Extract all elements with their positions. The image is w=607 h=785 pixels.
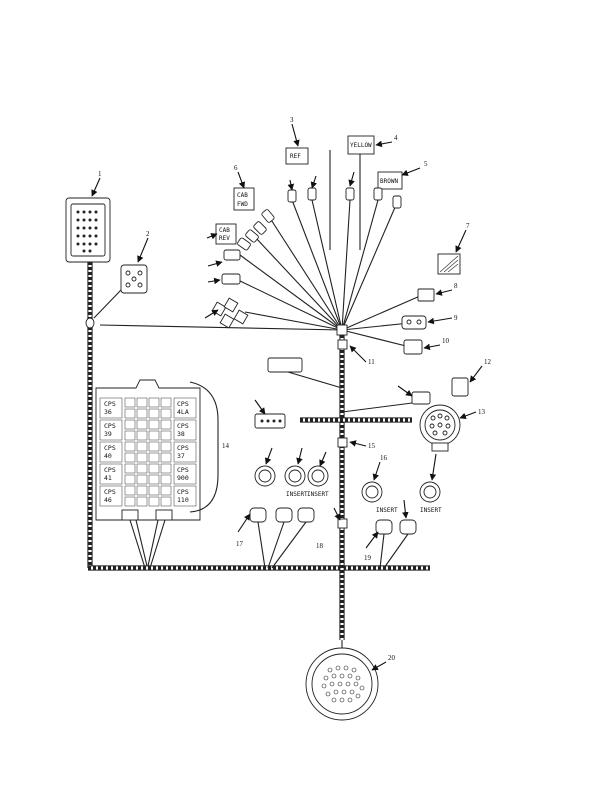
ref-label: REF bbox=[290, 153, 301, 160]
connector-left-small bbox=[120, 264, 148, 294]
connector-mid bbox=[254, 357, 303, 429]
fuse-panel: CPS 36 CPS 39 CPS 40 CPS 41 CPS 46 CPS 4… bbox=[95, 379, 201, 521]
fuse-left-1-a: CPS bbox=[104, 422, 116, 430]
callout-2: 2 bbox=[146, 230, 150, 238]
callout-20: 20 bbox=[388, 654, 396, 662]
label-yellow: YELLOW bbox=[347, 135, 375, 155]
fuse-right-2-b: 37 bbox=[177, 452, 185, 460]
callout-numbers: 1 2 3 4 5 6 7 8 9 10 11 12 13 14 15 16 1… bbox=[98, 116, 492, 662]
label-ref: REF bbox=[285, 147, 309, 165]
fuse-right-3-b: 900 bbox=[177, 474, 189, 482]
terminal-connectors-top bbox=[211, 187, 402, 329]
fuse-left-3-a: CPS bbox=[104, 466, 116, 474]
callout-arrows bbox=[91, 123, 483, 671]
fuse-left-0-a: CPS bbox=[104, 400, 116, 408]
round-connector-bottom bbox=[305, 640, 379, 721]
label-cab-fwd: CAB FWD bbox=[233, 187, 255, 211]
callout-10: 10 bbox=[442, 337, 450, 345]
callout-14: 14 bbox=[222, 442, 230, 450]
callout-17: 17 bbox=[236, 540, 244, 548]
insert-label-1: INSERT bbox=[286, 491, 308, 498]
cab-fwd-label-2: FWD bbox=[237, 201, 248, 208]
callout-13: 13 bbox=[478, 408, 486, 416]
cab-rev-label-2: REV bbox=[219, 235, 230, 242]
fuse-right-2-a: CPS bbox=[177, 444, 189, 452]
callout-7: 7 bbox=[466, 222, 470, 230]
yellow-label: YELLOW bbox=[350, 142, 372, 149]
fuse-left-4-b: 46 bbox=[104, 496, 112, 504]
fuse-right-3-a: CPS bbox=[177, 466, 189, 474]
fuse-left-2-b: 40 bbox=[104, 452, 112, 460]
insert-label-2: INSERT bbox=[307, 491, 329, 498]
label-brown: BROWN bbox=[377, 171, 403, 190]
fuse-right-1-b: 38 bbox=[177, 430, 185, 438]
callout-5: 5 bbox=[424, 160, 428, 168]
right-connectors bbox=[401, 253, 469, 405]
fuse-left-0-b: 36 bbox=[104, 408, 112, 416]
callout-12: 12 bbox=[484, 358, 492, 366]
callout-9: 9 bbox=[454, 314, 458, 322]
callout-6: 6 bbox=[234, 164, 238, 172]
label-cab-rev: CAB REV bbox=[215, 223, 237, 245]
callout-18: 18 bbox=[316, 542, 324, 550]
fuse-right-0-b: 4LA bbox=[177, 408, 189, 416]
cab-rev-label-1: CAB bbox=[219, 227, 230, 234]
cab-fwd-label-1: CAB bbox=[237, 192, 248, 199]
insert-label-3: INSERT bbox=[376, 507, 398, 514]
fuse-right-column: CPS 4LA CPS 38 CPS 37 CPS 900 CPS 110 bbox=[173, 397, 197, 507]
callout-19: 19 bbox=[364, 554, 372, 562]
brown-label: BROWN bbox=[380, 178, 398, 185]
fuse-left-column: CPS 36 CPS 39 CPS 40 CPS 41 CPS 46 bbox=[99, 397, 123, 507]
harness-clips bbox=[85, 317, 348, 529]
fuse-left-4-a: CPS bbox=[104, 488, 116, 496]
round-connectors-row: INSERT INSERT INSERT INSERT bbox=[249, 465, 442, 569]
fuse-right-1-a: CPS bbox=[177, 422, 189, 430]
radiating-wires bbox=[99, 150, 421, 413]
large-connector-top-left bbox=[65, 197, 111, 263]
fuse-right-4-a: CPS bbox=[177, 488, 189, 496]
callout-1: 1 bbox=[98, 170, 102, 178]
fuse-grid bbox=[124, 397, 172, 507]
fuse-left-2-a: CPS bbox=[104, 444, 116, 452]
insert-label-4: INSERT bbox=[420, 507, 442, 514]
round-connector-right bbox=[419, 404, 461, 452]
fuse-left-3-b: 41 bbox=[104, 474, 112, 482]
fuse-right-0-a: CPS bbox=[177, 400, 189, 408]
callout-11: 11 bbox=[368, 358, 375, 366]
callout-16: 16 bbox=[380, 454, 388, 462]
fuse-right-4-b: 110 bbox=[177, 496, 189, 504]
callout-3: 3 bbox=[290, 116, 294, 124]
callout-8: 8 bbox=[454, 282, 458, 290]
callout-15: 15 bbox=[368, 442, 376, 450]
fuse-left-1-b: 39 bbox=[104, 430, 112, 438]
main-harness bbox=[87, 262, 430, 640]
callout-4: 4 bbox=[394, 134, 398, 142]
